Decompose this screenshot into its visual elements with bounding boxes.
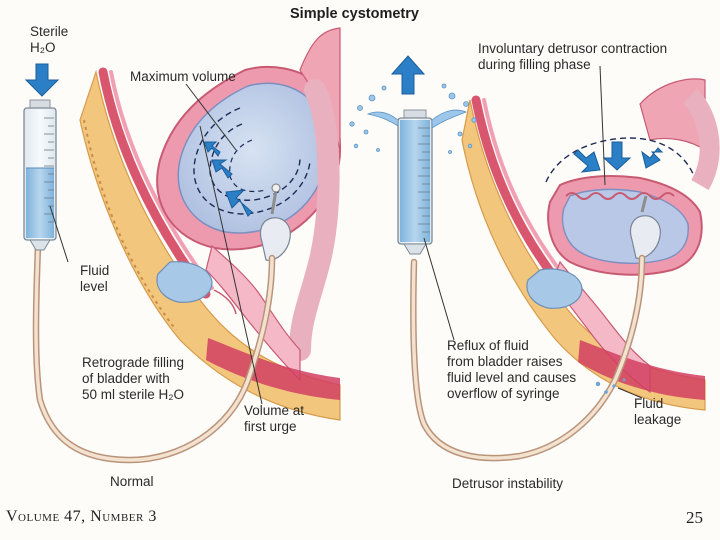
detrusor-caption: Detrusor instability — [452, 476, 564, 491]
contraction-arrow-icon — [602, 141, 632, 171]
expansion-arrow-icon — [211, 159, 233, 179]
reflux-label-line3: fluid level and causes — [447, 370, 577, 385]
right-syringe — [349, 83, 477, 255]
reflux-label-line2: from bladder raises — [447, 354, 563, 369]
leakage-label-line2: leakage — [634, 412, 682, 427]
leakage-label-line1: Fluid — [634, 396, 664, 411]
normal-caption: Normal — [110, 474, 154, 489]
contraction-arrow-icon — [573, 149, 601, 173]
leader-lines — [49, 65, 643, 405]
left-syringe — [23, 99, 57, 251]
fill-arrow-down-icon — [24, 63, 60, 97]
overflow-splash — [349, 83, 477, 154]
retrograde-label-line3: 50 ml sterile H₂O — [82, 387, 185, 402]
reflux-label-line1: Reflux of fluid — [447, 338, 529, 353]
fluid-level-label-line1: Fluid — [80, 263, 110, 278]
maximum-volume-label: Maximum volume — [130, 69, 236, 84]
blue-arrows — [24, 55, 664, 217]
right-anatomy — [410, 78, 720, 462]
first-urge-label-line2: first urge — [244, 419, 297, 434]
sterile-label-line1: Sterile — [30, 24, 69, 39]
first-urge-label-line1: Volume at — [244, 403, 305, 418]
fluid-level-label-line2: level — [80, 279, 108, 294]
overflow-arrow-up-icon — [390, 55, 426, 95]
involuntary-label-line2: during filling phase — [478, 57, 591, 72]
retrograde-label-line1: Retrograde filling — [82, 355, 185, 370]
journal-issue: Volume 47, Number 3 — [6, 508, 157, 525]
sterile-label-line2: H₂O — [30, 40, 56, 55]
expansion-arrow-icon — [203, 141, 221, 157]
retrograde-label-line2: of bladder with — [82, 371, 170, 386]
page-number: 25 — [686, 508, 703, 527]
figure-title: Simple cystometry — [290, 6, 419, 22]
expansion-arrow-icon — [225, 189, 253, 217]
contraction-arrow-icon — [641, 147, 664, 169]
involuntary-label-line1: Involuntary detrusor contraction — [478, 41, 668, 56]
reflux-label-line4: overflow of syringe — [447, 386, 560, 401]
